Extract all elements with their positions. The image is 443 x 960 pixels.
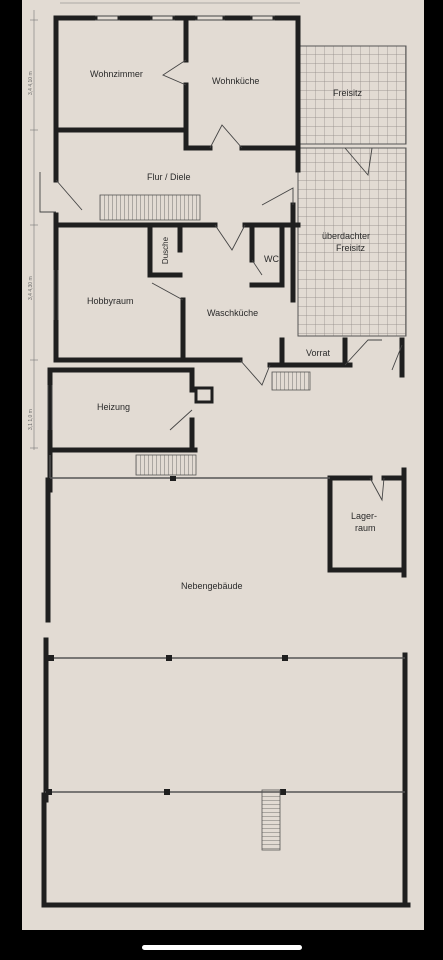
stairs-heizung — [135, 454, 197, 476]
room-wc: WC — [264, 254, 279, 264]
room-wohnzimmer: Wohnzimmer — [90, 69, 143, 79]
dimension-label-3: 3,1 1,0 m — [28, 409, 34, 430]
stairs-flur — [99, 194, 201, 221]
room-wohnkueche: Wohnküche — [212, 76, 260, 86]
room-dusche: Dusche — [161, 236, 171, 265]
room-lagerraum-line1: Lager- — [351, 511, 378, 521]
dimension-lines — [30, 2, 300, 450]
room-nebengebaeude: Nebengebäude — [181, 581, 243, 591]
ueberdachter-freisitz-tiles — [297, 147, 407, 337]
room-flur-diele: Flur / Diele — [147, 172, 191, 182]
room-ueberdachter-freisitz-line2: Freisitz — [336, 243, 365, 253]
stairs-annex — [261, 789, 281, 851]
house-walls — [47, 15, 405, 493]
room-vorrat: Vorrat — [306, 348, 331, 358]
annex-walls — [41, 467, 411, 908]
annex-thin-lines — [45, 455, 405, 793]
home-indicator[interactable] — [142, 945, 302, 950]
annex-posts — [46, 476, 288, 795]
freisitz-tiles — [297, 45, 407, 145]
room-lagerraum-line2: raum — [355, 523, 376, 533]
room-freisitz: Freisitz — [333, 88, 362, 98]
room-waschkueche: Waschküche — [207, 308, 259, 318]
dimension-label-2: 3,4 4,30 m — [28, 276, 34, 300]
room-ueberdachter-freisitz-line1: überdachter — [322, 231, 371, 241]
door-swings — [39, 59, 403, 502]
window-marks — [47, 15, 275, 430]
room-heizung: Heizung — [97, 402, 131, 412]
room-hobbyraum: Hobbyraum — [87, 296, 134, 306]
dimension-label-1: 3,4 4,10 m — [28, 71, 34, 95]
stairs-vorrat — [271, 371, 311, 391]
